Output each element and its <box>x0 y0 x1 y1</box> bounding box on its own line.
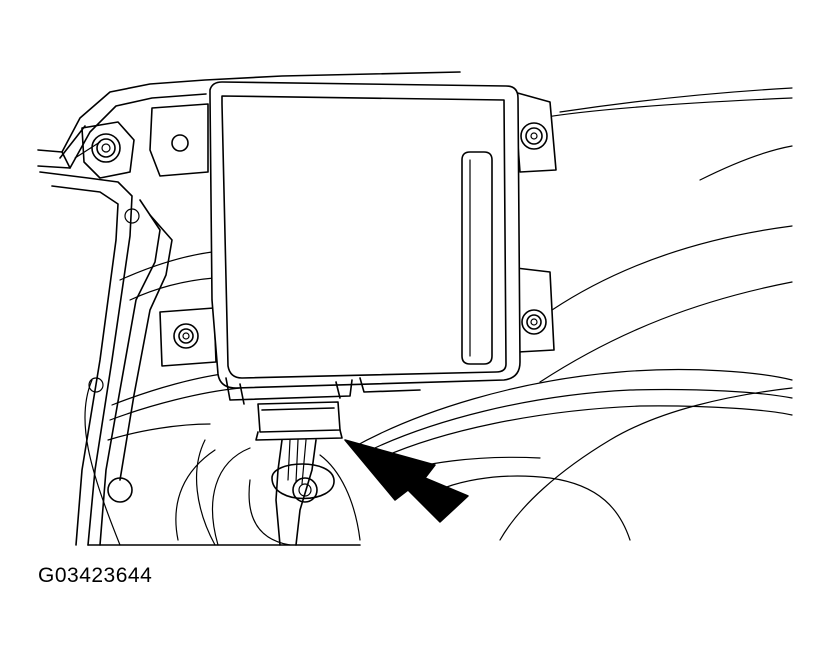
electrical-connector <box>248 401 343 546</box>
figure-code: G03423644 <box>38 564 153 587</box>
lower-body <box>87 439 361 546</box>
pointer-arrow <box>344 439 469 523</box>
body-contours <box>84 87 793 546</box>
lower-left-tab <box>159 307 217 367</box>
top-mount-tab <box>149 103 209 177</box>
left-bracket <box>37 71 461 546</box>
control-module <box>209 81 521 405</box>
right-upper-tab <box>513 91 557 173</box>
right-lower-tab <box>515 267 555 353</box>
left-bolt <box>81 121 135 179</box>
